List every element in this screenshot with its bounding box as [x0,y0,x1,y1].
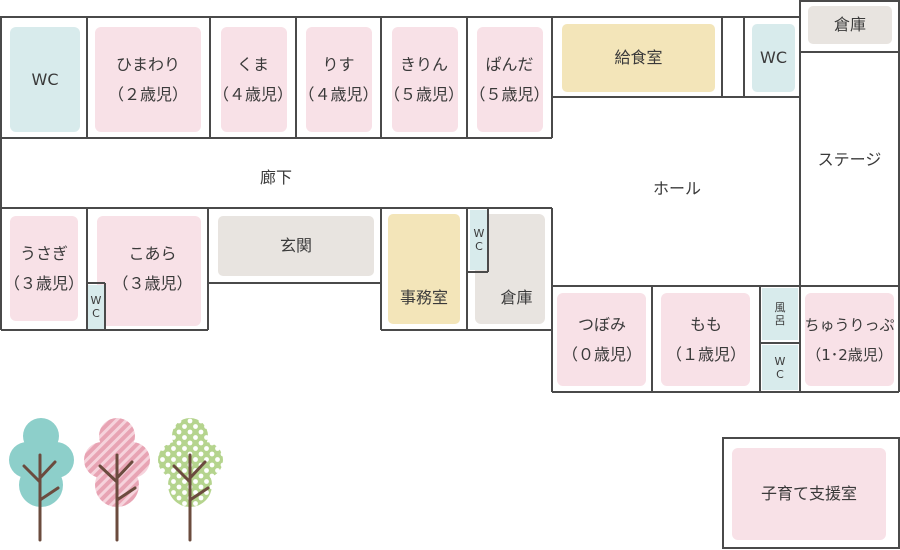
trees [9,418,223,542]
entrance-fill [218,216,374,276]
storage-top-fill [808,6,892,44]
tree-pink-icon [84,418,150,542]
wc-top-fill [752,24,795,92]
wc-left-fill [10,27,80,132]
chuurippu-fill [805,293,894,386]
wc-small-b-overlay [470,210,488,270]
himawari-fill [95,27,201,132]
bath-fill [762,288,798,340]
office-fill [388,214,460,324]
tree-green-icon [158,418,223,542]
tsubomi-fill [557,293,646,386]
support-fill [732,448,886,540]
momo-fill [661,293,750,386]
usagi-fill [10,216,78,321]
koara-fill [97,216,201,326]
risu-fill [306,27,372,132]
kuma-fill [221,27,287,132]
kitchen-fill [562,24,715,92]
wc-small-c-fill [762,345,798,390]
tree-teal-icon [9,418,74,542]
panda-fill [477,27,543,132]
storage-mid-fill [475,214,545,324]
wc-small-a-fill [87,285,105,329]
kirin-fill [392,27,458,132]
room-fills [10,6,894,540]
